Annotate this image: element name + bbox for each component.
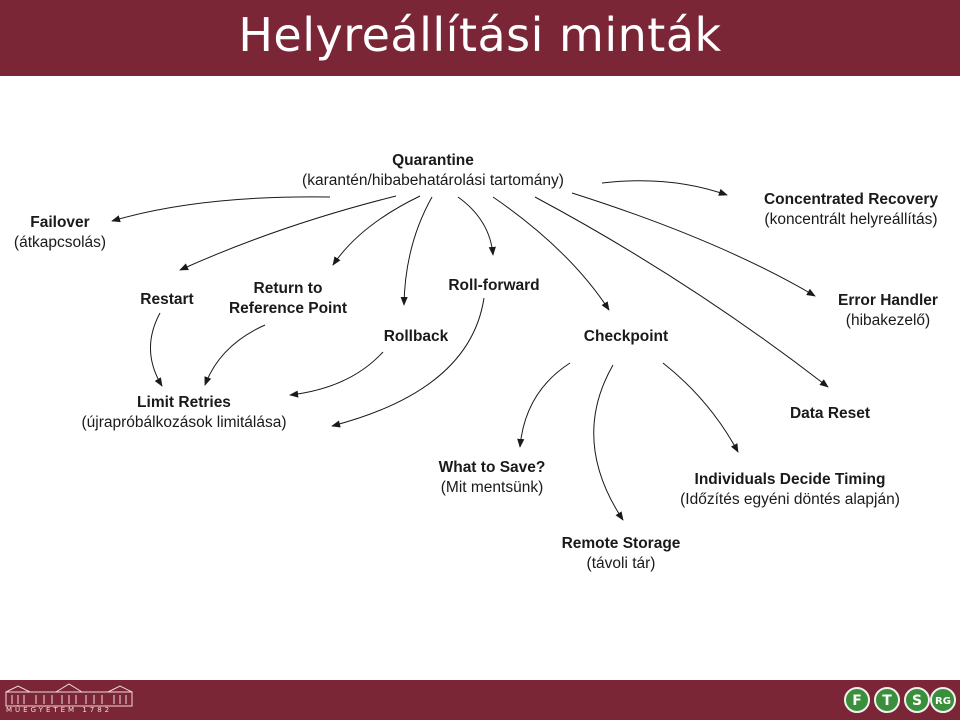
node-limit-title: Limit Retries bbox=[137, 394, 231, 411]
arrow-checkpoint-remote bbox=[593, 364, 624, 521]
arrow-rollforward-limit bbox=[331, 297, 485, 428]
node-checkpoint-title: Checkpoint bbox=[583, 328, 669, 345]
university-text: MŰEGYETEM 1782 bbox=[6, 706, 113, 714]
ftsrg-letter-t: T bbox=[882, 693, 892, 709]
arrow-checkpoint-individuals bbox=[662, 362, 739, 453]
arrow-quarantine-concentrated bbox=[601, 180, 728, 196]
node-individuals-decide-timing: Individuals Decide Timing (Időzítés egyé… bbox=[650, 470, 930, 510]
node-errorhandler-title: Error Handler bbox=[838, 292, 938, 309]
node-whattosave-subtitle: (Mit mentsünk) bbox=[440, 479, 544, 496]
node-failover-title: Failover bbox=[30, 214, 90, 231]
node-errorhandler-subtitle: (hibakezelő) bbox=[845, 312, 931, 329]
ftsrg-letters-rg: RG bbox=[935, 696, 951, 707]
node-error-handler: Error Handler (hibakezelő) bbox=[818, 291, 958, 331]
arrow-quarantine-return bbox=[332, 195, 421, 266]
node-quarantine-title: Quarantine bbox=[392, 152, 474, 169]
node-failover: Failover (átkapcsolás) bbox=[0, 213, 120, 253]
arrow-quarantine-restart bbox=[179, 195, 397, 271]
node-rollback-title: Rollback bbox=[383, 328, 449, 345]
node-return-line2: Reference Point bbox=[228, 300, 347, 317]
node-individuals-subtitle: (Időzítés egyéni döntés alapján) bbox=[680, 491, 900, 508]
node-restart: Restart bbox=[122, 290, 212, 310]
node-quarantine-subtitle: (karantén/hibabehatárolási tartomány) bbox=[302, 172, 564, 189]
node-data-reset: Data Reset bbox=[770, 404, 890, 424]
slide-title: Helyreállítási minták bbox=[238, 8, 722, 62]
node-concentrated-subtitle: (koncentrált helyreállítás) bbox=[764, 211, 938, 228]
node-quarantine: Quarantine (karantén/hibabehatárolási ta… bbox=[275, 151, 591, 191]
node-restart-title: Restart bbox=[140, 291, 194, 308]
arrow-quarantine-checkpoint bbox=[492, 196, 610, 311]
arrow-restart-limit bbox=[150, 312, 163, 387]
node-remote-title: Remote Storage bbox=[561, 535, 681, 552]
node-whattosave-title: What to Save? bbox=[438, 459, 546, 476]
arrow-quarantine-rollforward bbox=[457, 196, 496, 256]
node-limit-subtitle: (újrapróbálkozások limitálása) bbox=[81, 414, 287, 431]
arrow-quarantine-rollback bbox=[400, 196, 433, 306]
node-rollforward-title: Roll-forward bbox=[448, 277, 540, 294]
ftsrg-lab-logo: F T S RG bbox=[844, 687, 956, 713]
node-failover-subtitle: (átkapcsolás) bbox=[13, 234, 107, 251]
node-return-to-reference-point: Return to Reference Point bbox=[212, 279, 364, 319]
arrow-quarantine-failover bbox=[111, 196, 331, 223]
node-rollback: Rollback bbox=[368, 327, 464, 347]
node-concentrated-title: Concentrated Recovery bbox=[763, 191, 938, 208]
arrow-checkpoint-whattosave bbox=[517, 362, 571, 448]
footer-bar: MŰEGYETEM 1782 F T S RG bbox=[0, 680, 960, 720]
node-concentrated-recovery: Concentrated Recovery (koncentrált helyr… bbox=[738, 190, 960, 230]
arrow-return-limit bbox=[204, 324, 266, 386]
node-remote-subtitle: (távoli tár) bbox=[586, 555, 656, 572]
node-roll-forward: Roll-forward bbox=[430, 276, 558, 296]
university-building-logo bbox=[5, 683, 133, 707]
node-datareset-title: Data Reset bbox=[789, 405, 871, 422]
arrow-quarantine-datareset bbox=[534, 196, 829, 388]
node-limit-retries: Limit Retries (újrapróbálkozások limitál… bbox=[48, 393, 320, 433]
node-what-to-save: What to Save? (Mit mentsünk) bbox=[420, 458, 564, 498]
title-bar: Helyreállítási minták bbox=[0, 0, 960, 76]
node-individuals-title: Individuals Decide Timing bbox=[694, 471, 886, 488]
arrow-quarantine-errorhandler bbox=[571, 192, 816, 297]
arrow-rollback-limit bbox=[289, 351, 384, 398]
node-return-line1: Return to bbox=[253, 280, 323, 297]
ftsrg-letter-f: F bbox=[852, 693, 862, 709]
ftsrg-letter-s: S bbox=[912, 693, 922, 709]
node-checkpoint: Checkpoint bbox=[568, 327, 684, 347]
node-remote-storage: Remote Storage (távoli tár) bbox=[541, 534, 701, 574]
